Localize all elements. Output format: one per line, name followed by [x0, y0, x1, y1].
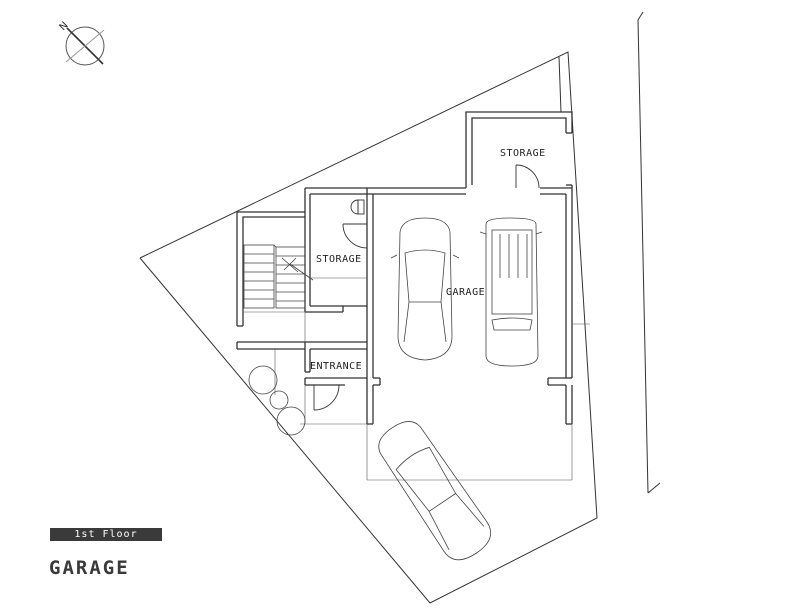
plan-title: GARAGE	[49, 557, 130, 579]
label-storage-left: STORAGE	[316, 254, 362, 265]
stairs	[243, 244, 314, 309]
car-sedan-left	[390, 217, 460, 361]
trees	[248, 365, 306, 436]
building-walls	[236, 111, 573, 425]
floor-badge: 1st Floor	[50, 528, 162, 541]
doors	[313, 164, 540, 411]
site-outline	[139, 11, 661, 604]
thin-lines	[243, 277, 590, 481]
label-storage-upper: STORAGE	[500, 148, 546, 159]
label-garage: GARAGE	[446, 287, 485, 298]
label-entrance: ENTRANCE	[310, 361, 362, 372]
north-compass: N	[58, 20, 105, 66]
car-suv	[479, 217, 543, 367]
car-outside	[378, 421, 492, 561]
north-label: N	[58, 20, 71, 33]
